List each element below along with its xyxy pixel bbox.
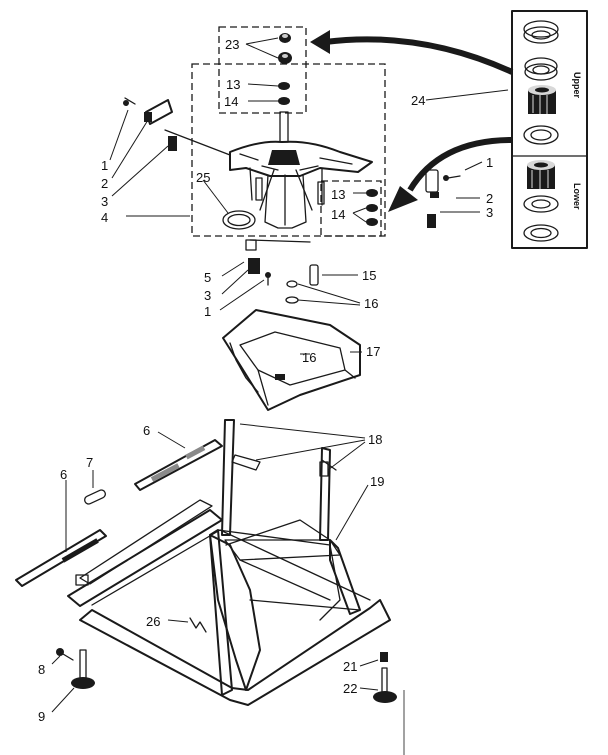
top-bearing-parts [278,33,292,105]
callout-labels: 23 13 14 24 1 2 3 25 4 13 14 1 2 3 5 3 1… [38,37,493,724]
label-8: 8 [38,662,45,677]
label-6-upper: 6 [143,423,150,438]
label-7: 7 [86,455,93,470]
part-6-rail-upper [134,439,223,491]
label-18: 18 [368,432,382,447]
label-24: 24 [411,93,425,108]
label-5: 5 [204,270,211,285]
label-9: 9 [38,709,45,724]
label-25: 25 [196,170,210,185]
lower-seal-2 [523,224,559,242]
label-2-right: 2 [486,191,493,206]
right-small-bearings [366,189,378,226]
upper-seal-2 [524,57,558,81]
label-19: 19 [370,474,384,489]
label-6-lower: 6 [60,467,67,482]
label-1-mid: 1 [204,304,211,319]
label-14-top: 14 [224,94,238,109]
kit-upper-label: Upper [572,72,582,99]
label-2-left: 2 [101,176,108,191]
label-14-right: 14 [331,207,345,222]
label-16-right: 16 [364,296,378,311]
label-1-right: 1 [486,155,493,170]
part-13 [278,82,290,90]
label-21: 21 [343,659,357,674]
mid-parts [245,239,319,304]
label-3-mid: 3 [204,288,211,303]
label-17: 17 [366,344,380,359]
label-3-left: 3 [101,194,108,209]
label-13-top: 13 [226,77,240,92]
label-15: 15 [362,268,376,283]
left-foot [56,648,95,689]
bearing-kit-box: Upper Lower [511,10,588,249]
right-bracket-parts [425,169,461,228]
part-25-ring [222,210,256,230]
part-17-plate [222,309,361,411]
label-1-left: 1 [101,158,108,173]
right-foot [373,652,397,703]
kit-lower-label: Lower [572,183,582,210]
upper-race [523,125,559,145]
lower-frame [67,419,391,706]
part-14 [278,97,290,105]
left-bracket-parts [123,97,231,156]
kit-arrows [310,30,514,212]
label-22: 22 [343,681,357,696]
lower-seal-1 [523,195,559,213]
part-7-clip [84,489,106,505]
label-16-mid: 16 [302,350,316,365]
part-6-rail-lower [15,529,107,587]
label-4: 4 [101,210,108,225]
gear-case-assembly [229,111,373,229]
label-26: 26 [146,614,160,629]
label-13-right: 13 [331,187,345,202]
part-26-clip [189,617,207,633]
upper-seal-1 [523,20,559,44]
upper-roller-bearing [528,85,556,114]
part-23-upper [279,33,291,43]
part-23-lower [278,52,292,64]
lower-roller-bearing [527,160,555,189]
label-3-right: 3 [486,205,493,220]
label-23: 23 [225,37,239,52]
upper-assembly-box [191,26,386,237]
leader-lines [51,37,509,713]
